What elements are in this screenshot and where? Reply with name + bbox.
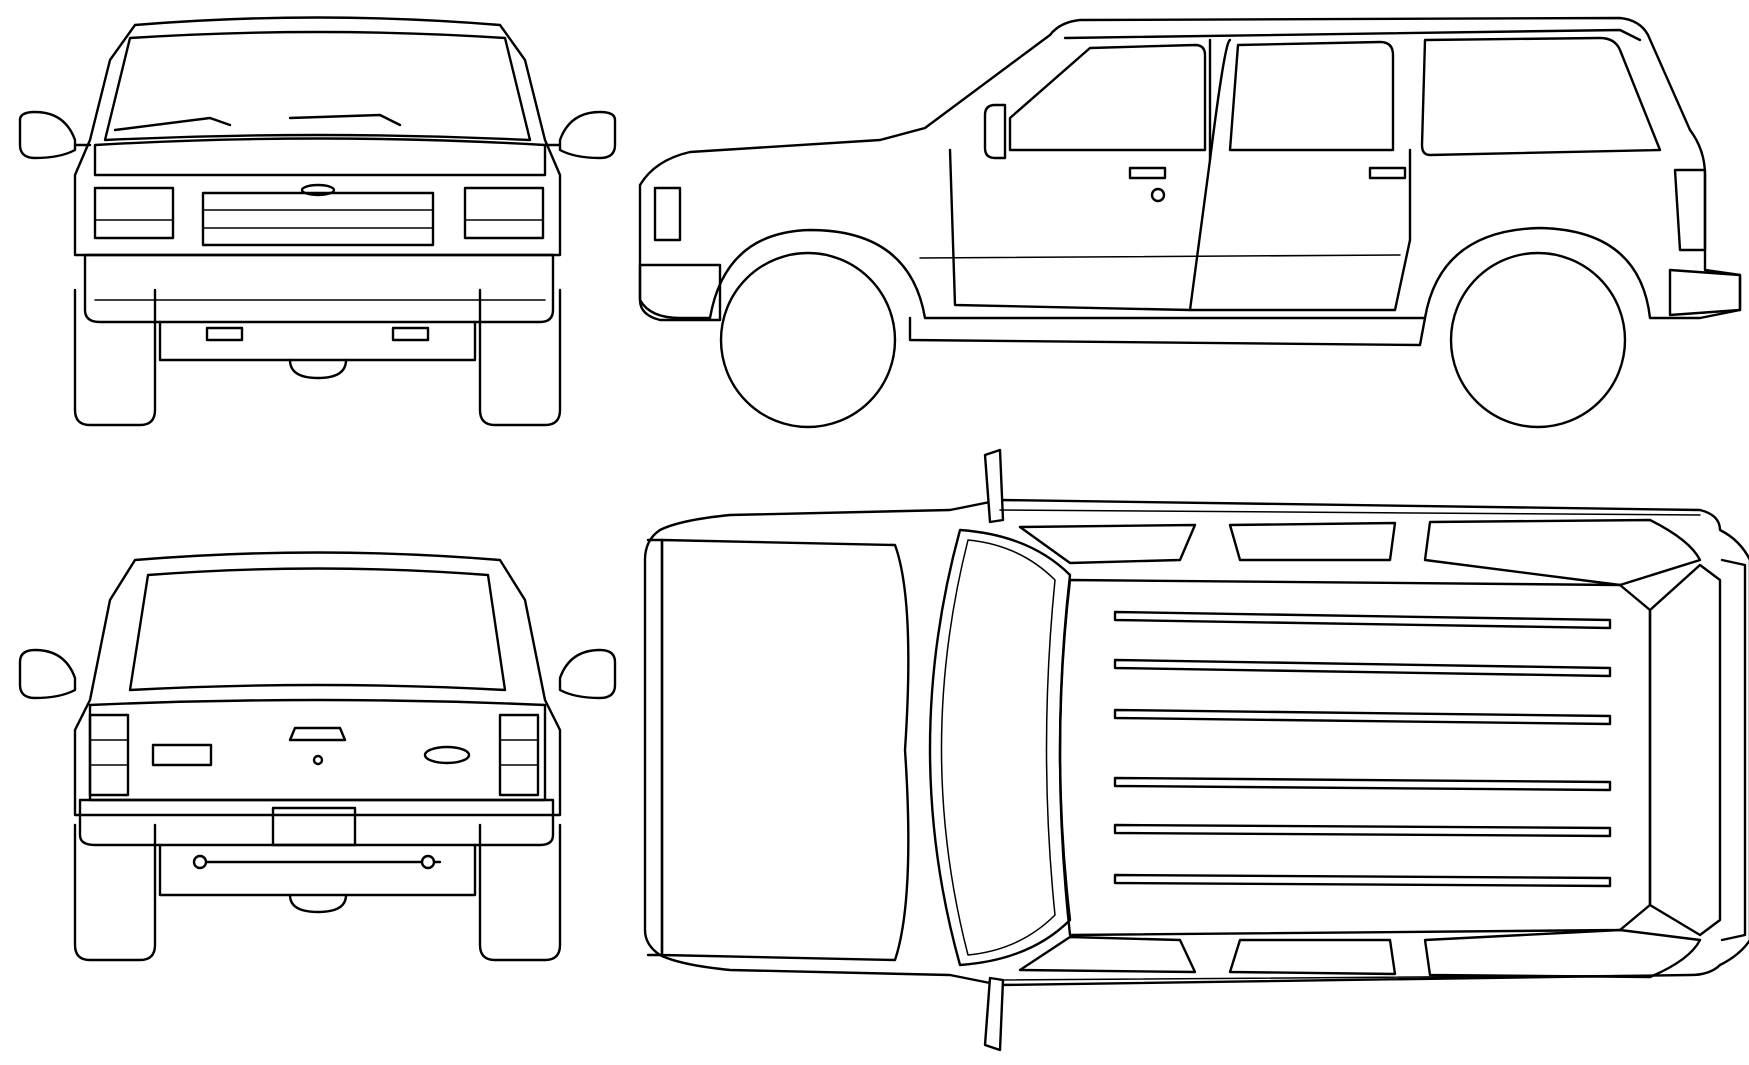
side-rear-door-window [1228, 40, 1395, 152]
top-lower-mirror [983, 976, 1005, 1052]
front-wiper-right [288, 113, 402, 127]
rear-right-tire [478, 823, 562, 962]
top-front-bumper [646, 538, 664, 957]
rear-differential [288, 893, 348, 914]
rear-left-tire [73, 823, 157, 962]
top-body-outline [643, 498, 1749, 987]
side-rear-bumper [1668, 268, 1742, 317]
front-badge [300, 183, 336, 197]
rear-right-taillight [498, 713, 540, 797]
side-front-window [1008, 43, 1207, 152]
side-body-outline [638, 16, 1742, 320]
rear-badge [423, 745, 471, 765]
top-roof-rail-4 [1113, 776, 1612, 792]
side-front-wheel [719, 251, 897, 429]
top-upper-door-line [999, 509, 1701, 516]
front-wiper-left [113, 116, 232, 132]
front-left-tire [73, 288, 157, 427]
side-roof-line [1063, 28, 1642, 42]
top-roof-rail-3 [1113, 708, 1612, 726]
top-roof-rail-5 [1113, 823, 1612, 838]
top-roof-rails [1113, 610, 1612, 888]
rear-tailgate [88, 698, 547, 802]
top-lower-door-line [999, 974, 1701, 981]
front-right-mirror [558, 110, 617, 160]
rear-body-outline [73, 551, 562, 817]
side-rear-door-handle [1368, 166, 1407, 180]
top-upper-mirror [983, 448, 1005, 524]
top-view [643, 448, 1749, 1052]
top-lower-front-window [1018, 935, 1197, 974]
side-rear-door [1188, 38, 1412, 312]
top-windshield [928, 528, 1072, 967]
top-rear-bumper [1720, 558, 1747, 942]
rear-license-plate [271, 806, 357, 847]
top-roof-rail-6 [1113, 873, 1612, 888]
top-roof-panel [1058, 578, 1652, 937]
side-mirror [983, 103, 1007, 160]
side-fuel-door [1150, 187, 1166, 203]
rear-bumper [78, 798, 555, 847]
top-upper-front-window [1018, 523, 1197, 565]
rear-view [18, 551, 617, 962]
side-headlight [653, 186, 682, 242]
front-view [18, 16, 617, 427]
top-upper-quarter-window [1423, 518, 1702, 587]
side-rear-wheel [1449, 251, 1627, 429]
front-hood-edge [93, 137, 547, 177]
top-windshield-inner [940, 539, 1056, 956]
rear-lock [312, 754, 324, 766]
front-right-tire [478, 288, 562, 427]
top-rear-window [1648, 563, 1722, 937]
side-molding [919, 254, 1401, 259]
front-tow-hook-right [391, 326, 430, 342]
side-front-bumper [638, 263, 722, 322]
top-hood [660, 538, 910, 962]
front-left-mirror [18, 110, 77, 160]
rear-left-mirror [18, 648, 77, 700]
front-bumper [83, 253, 555, 324]
rear-exhaust-left [192, 854, 208, 870]
side-running-board [908, 316, 1427, 347]
front-tow-hook-left [205, 326, 244, 342]
top-lower-quarter-window [1423, 928, 1702, 979]
top-roof-rail-1 [1113, 610, 1612, 630]
front-underbody [158, 320, 477, 362]
rear-window [128, 567, 507, 692]
front-left-headlight [93, 186, 175, 240]
rear-left-taillight [88, 713, 130, 797]
front-roof-outline [73, 16, 562, 257]
rear-plate-recess [151, 743, 213, 767]
side-quarter-window [1420, 36, 1662, 157]
side-view [638, 16, 1742, 429]
front-windshield [103, 30, 532, 142]
front-differential [288, 358, 348, 380]
rear-right-mirror [558, 648, 617, 700]
front-grille [201, 191, 435, 247]
rear-tailgate-handle [288, 726, 347, 742]
rear-underbody [158, 843, 477, 897]
top-roof-rail-2 [1113, 658, 1612, 678]
front-right-headlight [463, 186, 545, 240]
top-lower-rear-window [1228, 938, 1397, 976]
top-upper-rear-window [1228, 521, 1397, 562]
rear-exhaust-right [420, 854, 436, 870]
side-taillight [1673, 168, 1707, 252]
side-front-door-handle [1128, 166, 1167, 180]
